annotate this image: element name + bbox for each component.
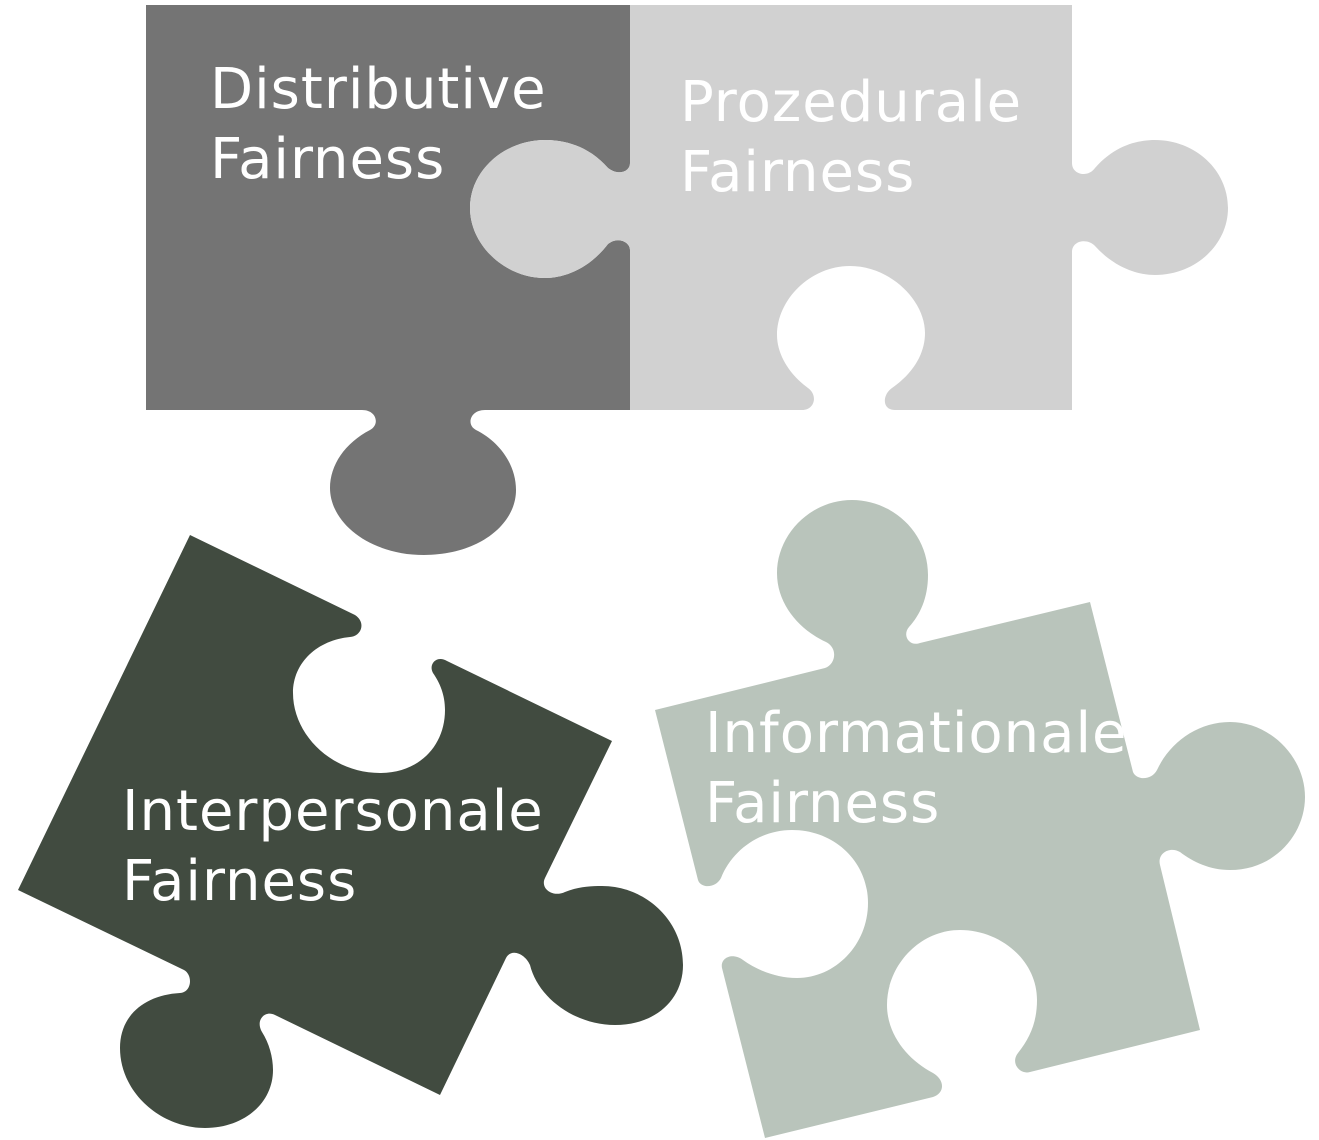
distributive-fairness-piece: Distributive Fairness [146, 5, 630, 555]
interpersonale-piece-shape [18, 535, 683, 1128]
distributive-piece-shape [146, 5, 630, 555]
informationale-piece-shape [655, 500, 1305, 1138]
distributive-label-line2: Fairness [210, 127, 445, 192]
distributive-label: Distributive Fairness [210, 57, 565, 192]
informationale-fairness-piece: Informationale Fairness [655, 500, 1305, 1138]
informationale-label: Informationale Fairness [705, 701, 1146, 836]
prozedurale-label: Prozedurale Fairness [680, 70, 1041, 205]
informationale-label-line2: Fairness [705, 771, 940, 836]
informationale-label-line1: Informationale [705, 701, 1128, 766]
interpersonale-label: Interpersonale Fairness [122, 779, 563, 914]
interpersonale-label-line2: Fairness [122, 849, 357, 914]
interpersonale-fairness-piece: Interpersonale Fairness [18, 535, 683, 1128]
interpersonale-label-line1: Interpersonale [122, 779, 544, 844]
prozedurale-fairness-piece: Prozedurale Fairness [470, 5, 1228, 410]
distributive-label-line1: Distributive [210, 57, 547, 122]
prozedurale-piece-shape [470, 5, 1228, 410]
prozedurale-label-line2: Fairness [680, 140, 915, 205]
prozedurale-label-line1: Prozedurale [680, 70, 1022, 135]
